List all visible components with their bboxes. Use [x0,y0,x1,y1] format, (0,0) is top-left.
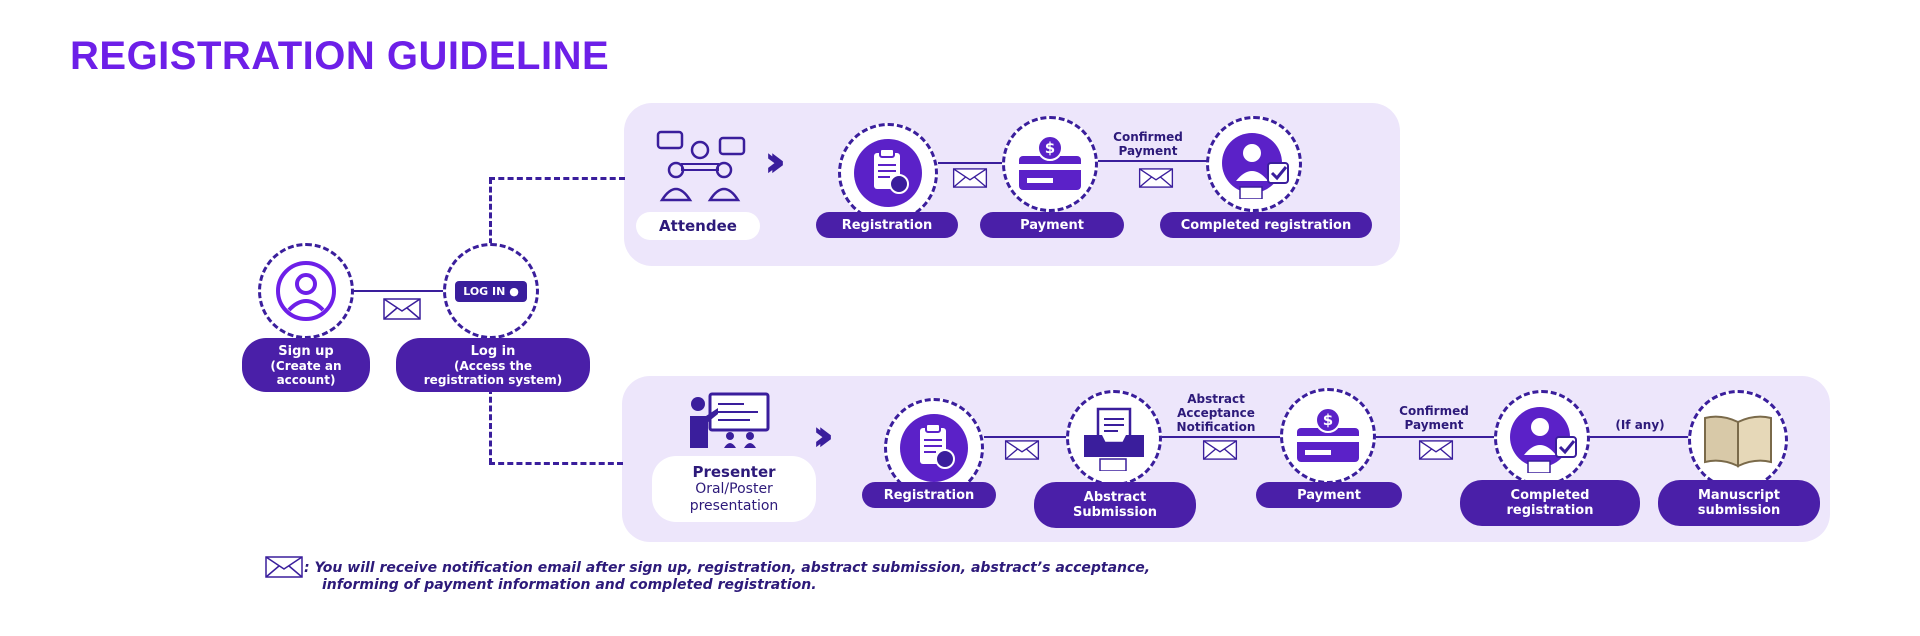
presenter-line-4 [1590,436,1694,438]
login-circle: LOG IN ● [443,243,539,339]
envelope-icon [1138,168,1174,188]
envelope-icon [1418,440,1454,460]
attendee-line-2 [1098,160,1208,162]
attendee-step-registration-circle [838,123,938,223]
presenter-line-2 [1162,436,1280,438]
attendee-step-payment-circle: $ [1002,116,1098,212]
login-badge-label: LOG IN [463,284,506,298]
presenter-step-manuscript-circle [1688,390,1788,490]
page-title: REGISTRATION GUIDELINE [70,34,610,78]
signup-pill[interactable]: Sign up (Create an account) [242,338,370,392]
meeting-icon [656,130,746,202]
presenter-step-payment-label: Payment [1256,482,1402,508]
presenter-step-completed-circle [1494,390,1590,486]
connector-to-attendee-vertical [489,178,492,270]
envelope-icon [952,168,988,188]
presenter-step-registration-circle [884,398,984,498]
notification-note-line2: informing of payment information and com… [322,577,817,593]
login-label: Log in [470,343,516,359]
clipboard-icon [900,414,968,482]
signup-login-line [354,290,444,292]
envelope-icon [1202,440,1238,460]
notification-note: : You will receive notification email af… [304,560,1150,594]
presenter-line-1 [984,436,1066,438]
presenter-label: Presenter Oral/Poster presentation [652,456,816,522]
attendee-line-1 [938,162,1002,164]
presenter-label-sub: Oral/Poster presentation [689,480,779,514]
presenter-step-abstract-label: Abstract Submission [1034,482,1196,528]
signup-label: Sign up [278,343,334,359]
presenter-step-payment-circle: $ [1280,388,1376,484]
login-badge[interactable]: LOG IN ● [455,280,527,302]
presenter-connector-confirmed-payment: Confirmed Payment [1399,404,1469,432]
attendee-step-completed-circle [1206,116,1302,212]
presenter-step-registration-label: Registration [862,482,996,508]
envelope-icon [383,298,421,320]
connector-to-presenter-horizontal [489,462,623,465]
verified-user-icon [1222,133,1289,199]
attendee-step-payment-label: Payment [980,212,1124,238]
login-pill[interactable]: Log in (Access the registration system) [396,338,590,392]
connector-to-attendee-horizontal [489,177,625,180]
attendee-connector-confirmed-payment: Confirmed Payment [1113,130,1183,158]
presenter-step-manuscript-label: Manuscript submission [1658,480,1820,526]
login-detail: (Access the registration system) [423,358,563,387]
attendee-step-completed-label: Completed registration [1160,212,1372,238]
notification-note-line1: : You will receive notification email af… [304,560,1151,576]
connector-to-presenter-vertical [489,388,492,464]
envelope-icon [1004,440,1040,460]
chevron-right-icon: ›› [812,410,835,461]
chevron-right-icon: ›› [764,136,787,187]
presentation-board-icon [690,392,770,448]
presenter-step-completed-label: Completed registration [1460,480,1640,526]
credit-card-icon: $ [1019,135,1081,190]
presenter-line-3 [1376,436,1494,438]
presenter-label-title: Presenter [692,462,776,481]
clipboard-icon [854,139,922,207]
credit-card-icon: $ [1297,407,1359,462]
envelope-icon [265,556,303,578]
attendee-label: Attendee [636,212,760,240]
attendee-step-registration-label: Registration [816,212,958,238]
presenter-step-abstract-circle [1066,390,1162,486]
user-icon [276,261,336,321]
presenter-connector-abstract-acceptance: Abstract Acceptance Notification [1176,392,1256,434]
verified-user-icon [1510,407,1577,473]
presenter-connector-if-any: (If any) [1610,418,1670,432]
svg-text:$: $ [1323,411,1333,429]
signup-detail: (Create an account) [270,358,342,387]
signup-circle [258,243,354,339]
login-button-icon: ● [509,284,519,298]
open-book-icon [1704,415,1772,468]
inbox-document-icon [1084,407,1144,471]
svg-text:$: $ [1045,139,1055,157]
